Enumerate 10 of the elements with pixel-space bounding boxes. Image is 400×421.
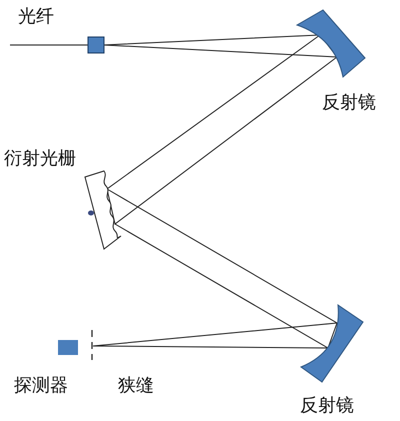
part-label: 探测器 — [14, 375, 68, 397]
part-label: 反射镜 — [300, 395, 354, 417]
light-beam — [92, 322, 338, 348]
part-label: 反射镜 — [322, 92, 376, 114]
fiber-line — [10, 44, 88, 46]
light-beam — [106, 34, 338, 225]
part-label: 衍射光栅 — [4, 148, 76, 170]
light-beam — [106, 188, 338, 349]
part-label: 光纤 — [18, 6, 54, 28]
part-label: 狭缝 — [118, 375, 154, 397]
